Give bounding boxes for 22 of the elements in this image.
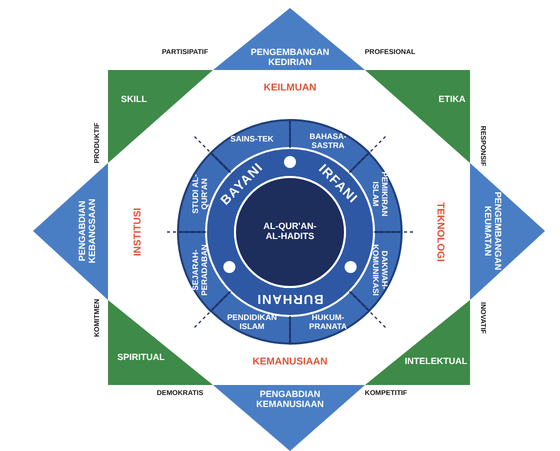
section-label: INSTITUSI: [132, 208, 144, 256]
panel-label: PENGABDIAN KEMANUSIAAN: [255, 390, 325, 410]
section-label: KEMANUSIAAN: [252, 356, 328, 368]
panel-label: SPIRITUAL: [117, 353, 165, 363]
section-label: TEKNOLOGI: [434, 202, 446, 262]
panel-label: BAHASA-SASTRA: [308, 133, 348, 151]
panel-label: INTELEKTUAL: [404, 357, 468, 367]
panel-label: HUKUM-PRANATA: [308, 314, 348, 332]
panel-label: ETIKA: [438, 95, 466, 105]
panel-label: AL-QUR'AN- AL-HADITS: [262, 222, 318, 242]
ring-label: BURHANI: [256, 292, 324, 306]
panel-label: SAINS-TEK: [229, 136, 275, 144]
panel-label: DAKWAH-KOMUNIKASI: [370, 243, 388, 298]
panel-label: PENGABDIAN KEBANGSAAN: [78, 198, 98, 266]
section-label: KEILMUAN: [264, 82, 316, 94]
panel-label: PENGEMBANGAN KEUMATAN: [482, 190, 502, 272]
panel-label: SKILL: [121, 95, 147, 105]
panel-label: PENDIDIKAN ISLAM: [226, 314, 278, 332]
panel-label: PENGEMBANGAN KEDIRIAN: [250, 48, 330, 68]
panel-label: STUDI AL-QUR'AN: [192, 173, 210, 216]
panel-label: PEMIKIRAN ISLAM: [370, 170, 388, 218]
panel-label: SEJARAH-PERADABAN: [192, 243, 210, 298]
